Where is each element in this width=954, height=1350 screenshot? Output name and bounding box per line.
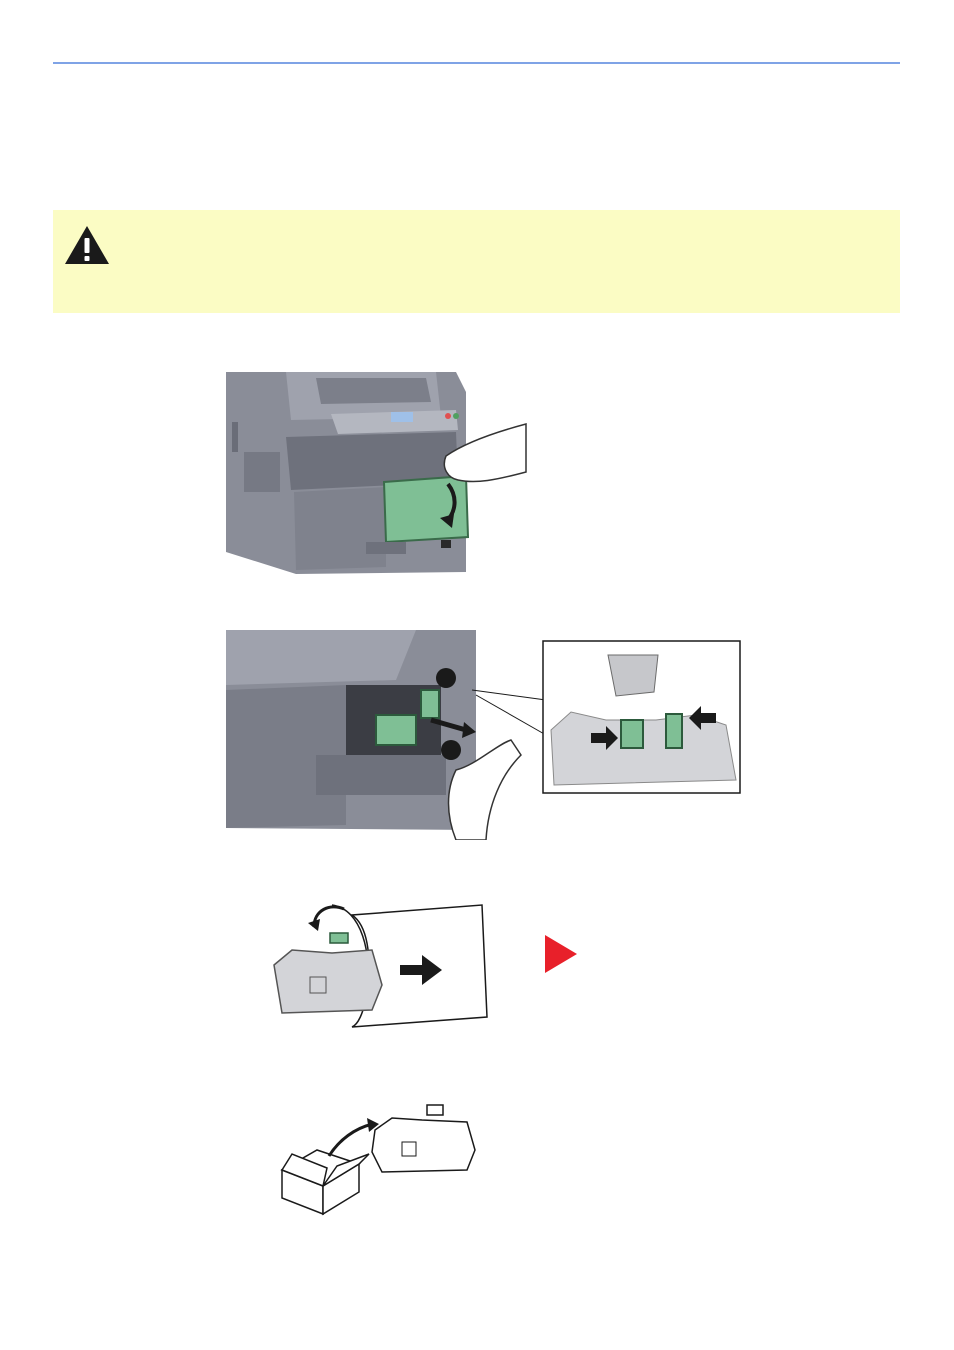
caution-box xyxy=(53,210,900,313)
warning-triangle-icon xyxy=(63,224,111,266)
header-rule xyxy=(53,62,900,64)
callout-2 xyxy=(441,740,461,760)
box-icon xyxy=(282,1150,369,1214)
callout-1 xyxy=(436,668,456,688)
figure-place-in-plastic-bag xyxy=(272,895,494,1030)
figure-remove-waste-toner-box xyxy=(226,630,746,840)
next-step-arrow-icon xyxy=(545,935,577,973)
figure-unpack-new-box xyxy=(277,1100,479,1216)
figure-open-front-cover xyxy=(226,372,536,576)
